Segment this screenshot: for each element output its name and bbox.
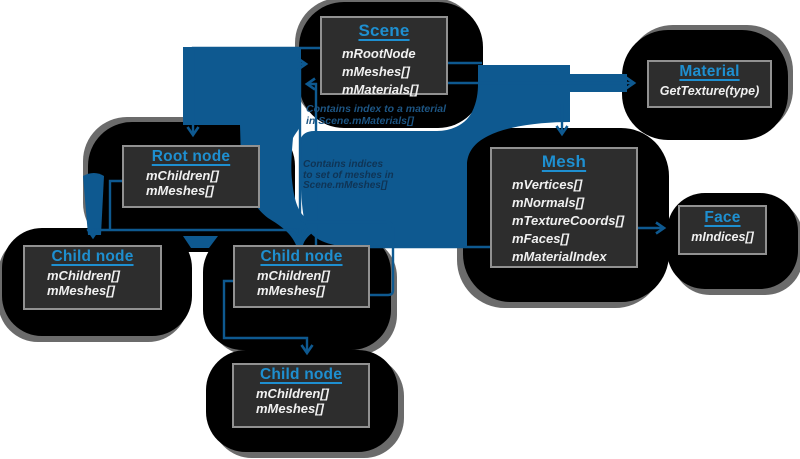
root-node-box: Root node mChildren[] mMeshes[]	[122, 145, 260, 208]
ribbon-root-wedge	[183, 236, 218, 248]
mesh-node-box: Mesh mVertices[] mNormals[] mTextureCoor…	[490, 147, 638, 268]
scene-field: mRootNode	[342, 46, 416, 61]
child-node-field: mChildren[]	[256, 386, 329, 401]
note-line: in Scene.mMaterials[]	[306, 114, 414, 127]
material-title: Material	[679, 63, 740, 80]
arrow-node-mmeshes	[297, 57, 395, 297]
child-node-field: mMeshes[]	[256, 401, 324, 416]
face-title: Face	[704, 209, 741, 226]
child-node-field: mMeshes[]	[47, 283, 115, 298]
child-node-title: Child node	[259, 366, 343, 383]
scene-field: mMaterials[]	[342, 82, 419, 97]
child-node-left-box: Child node mChildren[] mMeshes[]	[23, 245, 162, 310]
root-node-title: Root node	[151, 148, 231, 165]
face-field: mIndices[]	[691, 230, 754, 244]
note-line: Contains indices	[303, 159, 384, 170]
child-node-field: mChildren[]	[47, 268, 120, 283]
child-node-title: Child node	[51, 248, 134, 265]
mesh-field: mMaterialIndex	[512, 249, 607, 264]
mesh-index-note: Contains indices to set of meshes in Sce…	[303, 159, 394, 192]
scene-node-box: Scene mRootNode mMeshes[] mMaterials[]	[320, 16, 448, 97]
child-node-bottom-box: Child node mChildren[] mMeshes[]	[232, 363, 370, 428]
mesh-title: Mesh	[541, 152, 587, 171]
arrow-materialindex	[304, 77, 490, 249]
mesh-field: mNormals[]	[512, 195, 585, 210]
arrow-child-bottom	[222, 279, 314, 356]
arrow-rootnode	[186, 46, 320, 138]
note-line: Scene.mMeshes[]	[303, 180, 388, 191]
face-node-box: Face mIndices[]	[678, 205, 767, 255]
child-node-title: Child node	[260, 248, 343, 265]
child-node-field: mChildren[]	[257, 268, 330, 283]
mesh-field: mFaces[]	[512, 231, 570, 246]
mesh-field: mTextureCoords[]	[512, 213, 625, 228]
note-line: Contains index to a material	[306, 103, 447, 115]
note-line: to set of meshes in	[303, 169, 394, 181]
line-root-children	[93, 179, 300, 232]
material-index-note: Contains index to a material in Scene.mM…	[306, 103, 447, 127]
child-node-field: mMeshes[]	[257, 283, 325, 298]
material-field: GetTexture(type)	[659, 84, 760, 98]
ribbon-left-wedge	[83, 173, 104, 235]
scene-field: mMeshes[]	[342, 64, 410, 79]
ribbon-middle-band	[300, 65, 570, 247]
scene-title: Scene	[358, 21, 410, 40]
child-node-mid-box: Child node mChildren[] mMeshes[]	[233, 245, 370, 308]
material-node-box: Material GetTexture(type)	[647, 60, 772, 108]
root-node-field: mChildren[]	[146, 168, 219, 183]
root-node-field: mMeshes[]	[146, 183, 214, 198]
mesh-field: mVertices[]	[512, 177, 583, 192]
